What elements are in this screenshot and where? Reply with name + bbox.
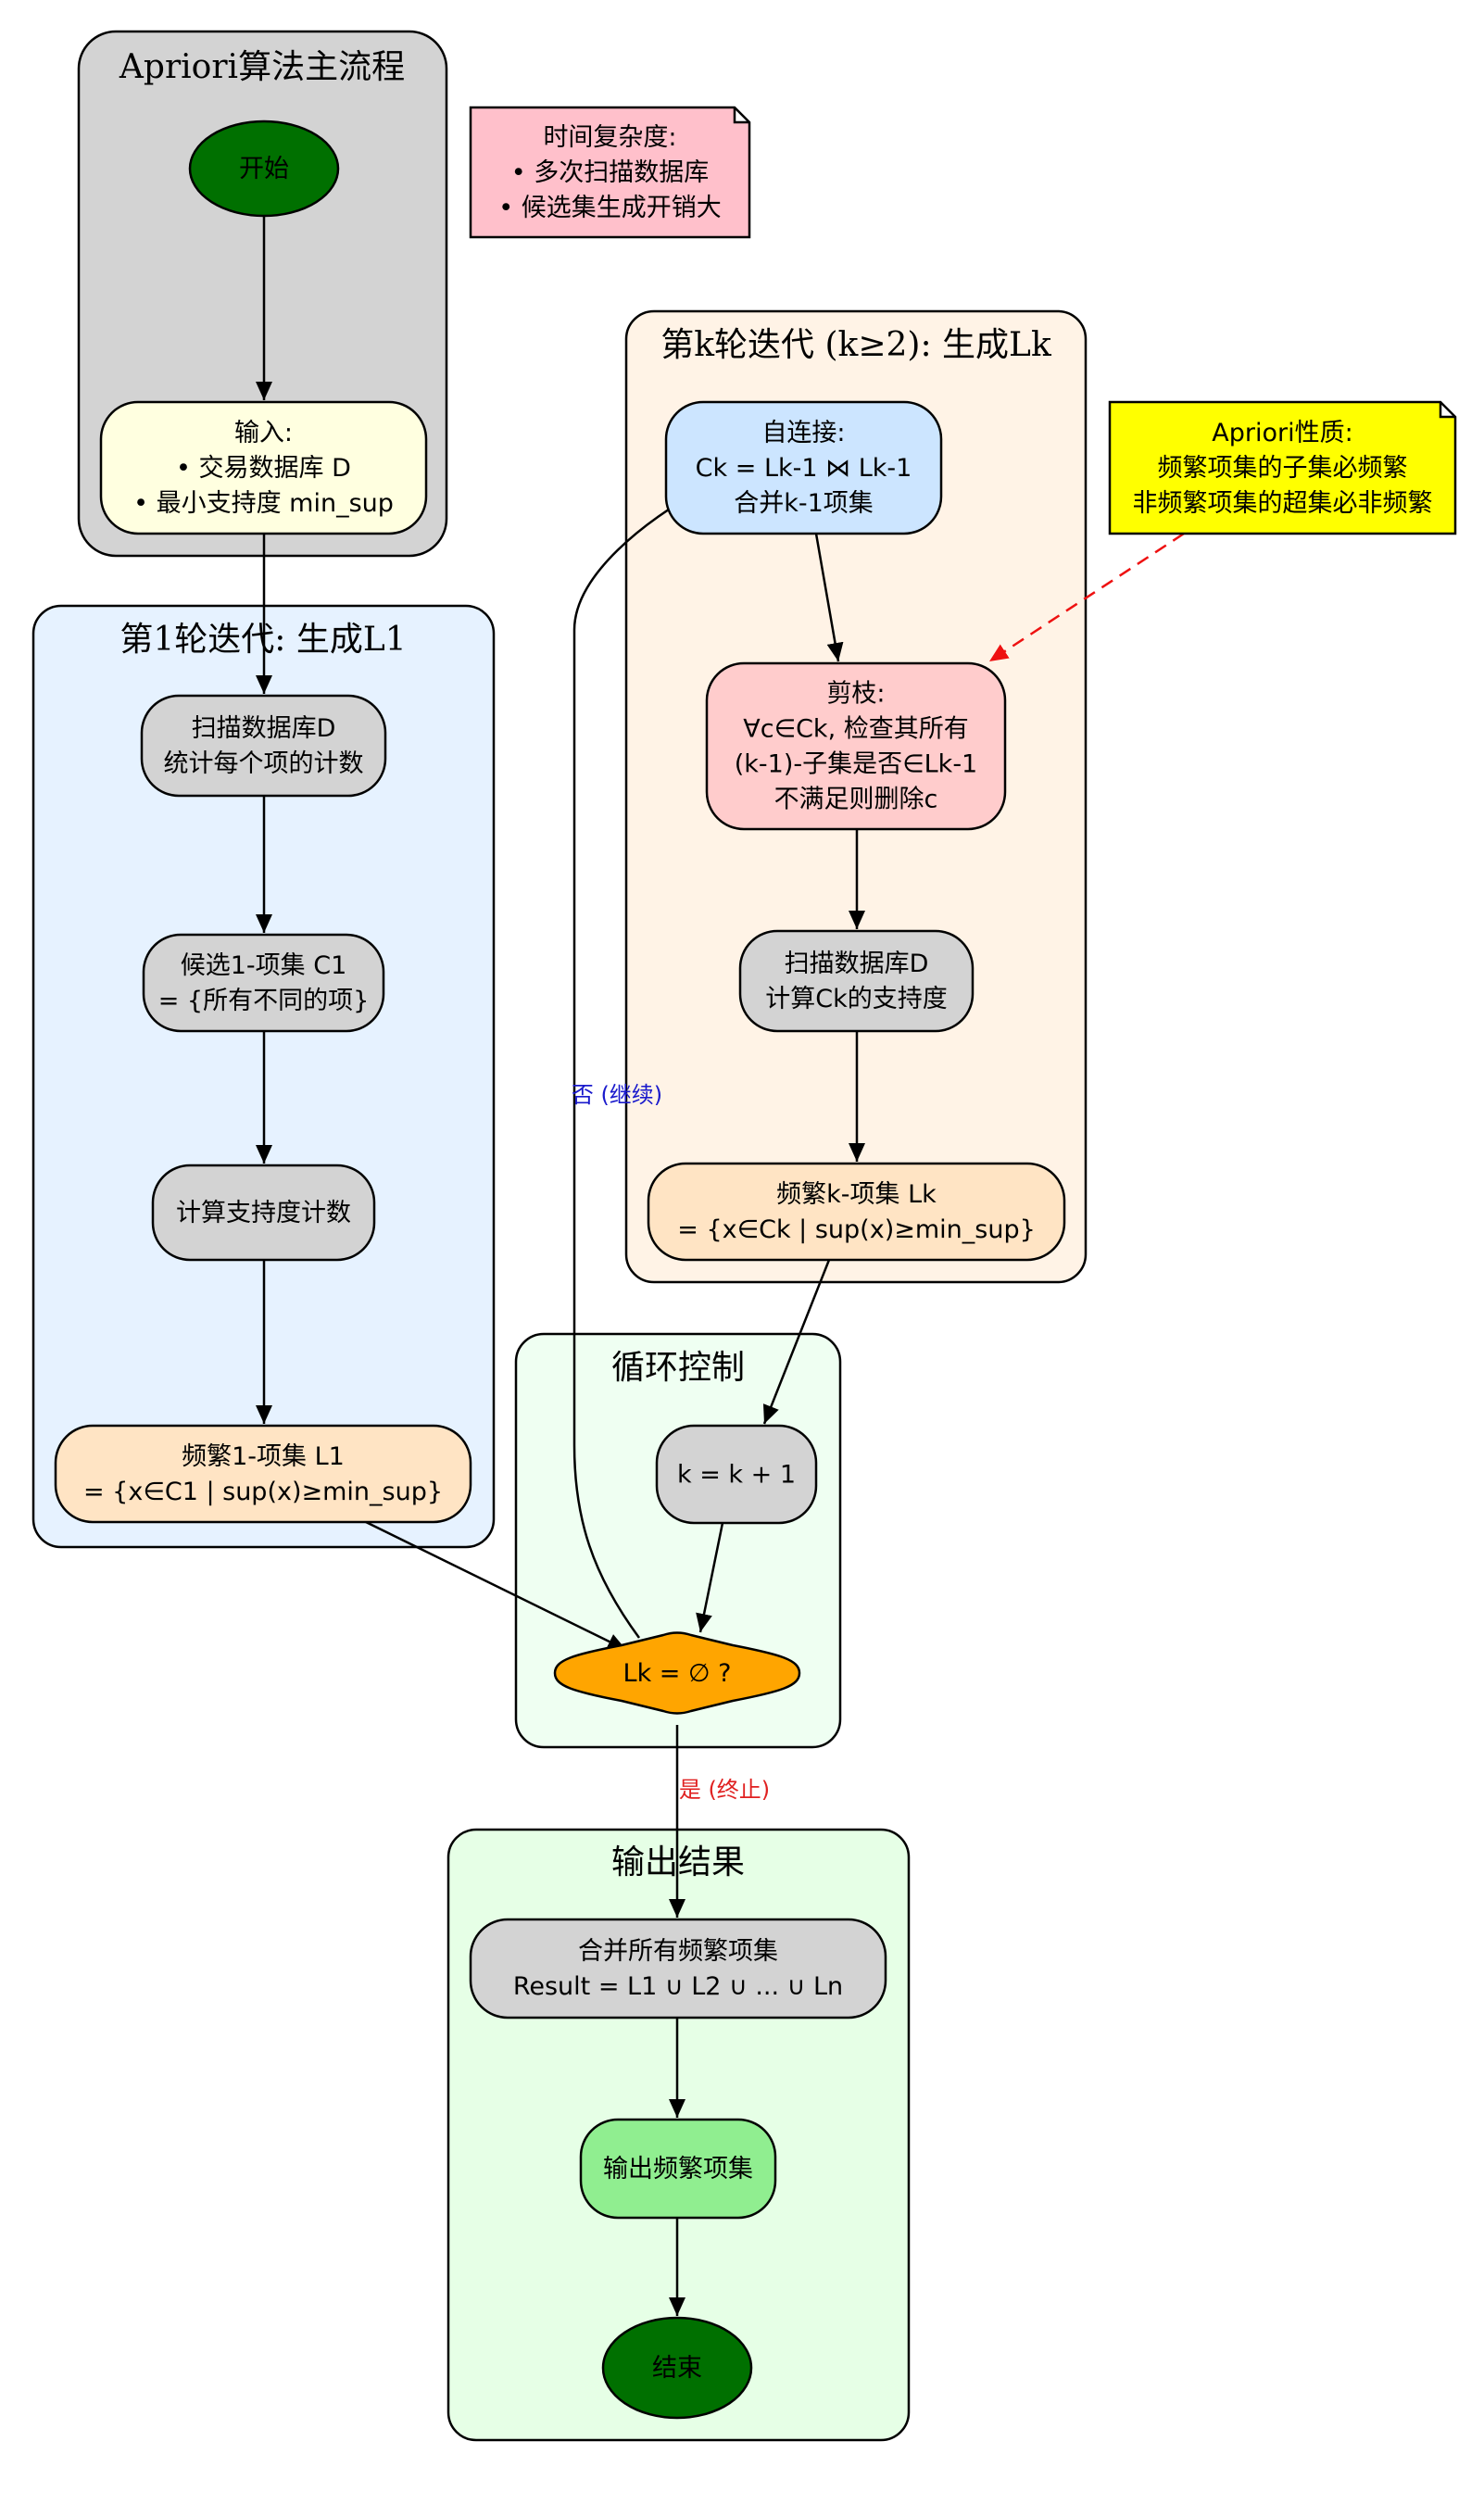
note-text-complexity: • 多次扫描数据库 xyxy=(511,158,710,187)
node-text-l1: 频繁1-项集 L1 xyxy=(182,1442,345,1471)
edge-inc-to-decision xyxy=(696,1522,724,1633)
note-complexity: 时间复杂度: • 多次扫描数据库 • 候选集生成开销大 xyxy=(469,106,751,239)
node-shape-join xyxy=(664,400,943,535)
node-scan1: 扫描数据库D 统计每个项的计数 xyxy=(140,694,387,798)
node-shape-decision xyxy=(553,1631,801,1715)
cluster-main-title: Apriori算法主流程 xyxy=(119,48,405,86)
node-text-support1: 计算支持度计数 xyxy=(176,1199,351,1227)
edges: 否 (继续) 是 (终止) xyxy=(256,216,1185,2316)
node-text-end: 结束 xyxy=(652,2354,702,2383)
note-text-complexity: 时间复杂度: xyxy=(543,123,676,152)
note-text-property: Apriori性质: xyxy=(1212,419,1352,447)
node-shape-l1 xyxy=(54,1424,472,1524)
node-c1: 候选1-项集 C1 = {所有不同的项} xyxy=(142,933,385,1033)
edge-property-to-prune xyxy=(988,532,1185,663)
node-text-prune: (k-1)-子集是否∈Lk-1 xyxy=(735,750,978,779)
node-shape-scan1 xyxy=(140,694,387,798)
node-shape-support1 xyxy=(151,1164,376,1262)
node-decision: Lk = ∅ ? xyxy=(553,1631,801,1715)
node-text-decision: Lk = ∅ ? xyxy=(623,1659,732,1688)
note-text-property: 频繁项集的子集必频繁 xyxy=(1158,454,1408,483)
node-shape-input xyxy=(99,400,428,535)
node-prune: 剪枝: ∀c∈Ck, 检查其所有 (k-1)-子集是否∈Lk-1 不满足则删除c xyxy=(705,661,1007,831)
note-shape-complexity xyxy=(469,106,751,239)
node-shape-lk xyxy=(647,1162,1066,1262)
node-lk: 频繁k-项集 Lk = {x∈Ck | sup(x)≥min_sup} xyxy=(647,1162,1066,1262)
node-text-c1: = {所有不同的项} xyxy=(158,987,370,1015)
node-input: 输入: • 交易数据库 D • 最小支持度 min_sup xyxy=(99,400,428,535)
cluster-loop-control-title: 循环控制 xyxy=(611,1349,745,1387)
note-text-property: 非频繁项集的超集必非频繁 xyxy=(1133,489,1433,518)
node-text-scan1: 扫描数据库D xyxy=(192,714,336,743)
node-join: 自连接: Ck = Lk-1 ⋈ Lk-1 合并k-1项集 xyxy=(664,400,943,535)
node-text-input: • 交易数据库 D xyxy=(176,454,351,483)
node-text-input: 输入: xyxy=(234,419,293,447)
node-scank: 扫描数据库D 计算Ck的支持度 xyxy=(738,929,975,1033)
node-text-scank: 计算Ck的支持度 xyxy=(765,985,948,1013)
node-text-merge: Result = L1 ∪ L2 ∪ ... ∪ Ln xyxy=(513,1972,843,2001)
edge-decision-no-to-join xyxy=(572,489,700,1639)
node-support1: 计算支持度计数 xyxy=(151,1164,376,1262)
node-shape-inc xyxy=(655,1424,818,1525)
node-text-inc: k = k + 1 xyxy=(677,1461,796,1490)
node-text-merge: 合并所有频繁项集 xyxy=(578,1937,778,1966)
node-text-prune: 剪枝: xyxy=(826,680,885,709)
node-text-lk: = {x∈Ck | sup(x)≥min_sup} xyxy=(677,1215,1036,1244)
node-text-input: • 最小支持度 min_sup xyxy=(133,489,394,518)
node-text-scank: 扫描数据库D xyxy=(785,950,929,978)
node-text-join: 自连接: xyxy=(761,419,845,447)
edge-label-no-continue: 否 (继续) xyxy=(572,1082,662,1108)
node-shape-scank xyxy=(738,929,975,1033)
node-text-prune: 不满足则删除c xyxy=(774,786,938,814)
node-l1: 频繁1-项集 L1 = {x∈C1 | sup(x)≥min_sup} xyxy=(54,1424,472,1524)
edge-l1-to-decision xyxy=(365,1520,627,1652)
node-merge: 合并所有频繁项集 Result = L1 ∪ L2 ∪ ... ∪ Ln xyxy=(469,1918,887,2020)
edge-label-yes-terminate: 是 (终止) xyxy=(679,1777,770,1803)
node-shape-prune xyxy=(705,661,1007,831)
node-shape-merge xyxy=(469,1918,887,2020)
node-shape-c1 xyxy=(142,933,385,1033)
node-text-c1: 候选1-项集 C1 xyxy=(181,951,347,980)
edge-join-to-prune xyxy=(814,533,844,662)
node-text-prune: ∀c∈Ck, 检查其所有 xyxy=(743,715,969,744)
node-shape-start xyxy=(188,120,340,218)
node-text-l1: = {x∈C1 | sup(x)≥min_sup} xyxy=(83,1478,443,1506)
cluster-iteration-k-title: 第k轮迭代 (k≥2): 生成Lk xyxy=(660,326,1052,364)
node-start: 开始 xyxy=(188,120,340,218)
node-text-outfreq: 输出频繁项集 xyxy=(603,2155,753,2183)
node-text-start: 开始 xyxy=(239,155,289,183)
node-text-scan1: 统计每个项的计数 xyxy=(164,749,364,778)
node-shape-end xyxy=(601,2316,753,2420)
node-text-lk: 频繁k-项集 Lk xyxy=(776,1180,937,1209)
node-text-join: 合并k-1项集 xyxy=(734,489,874,518)
note-shape-property xyxy=(1108,400,1457,535)
node-outfreq: 输出频繁项集 xyxy=(579,2118,777,2220)
node-shape-outfreq xyxy=(579,2118,777,2220)
node-text-join: Ck = Lk-1 ⋈ Lk-1 xyxy=(696,454,912,483)
edge-lk-to-inc xyxy=(762,1259,831,1425)
note-text-complexity: • 候选集生成开销大 xyxy=(498,194,722,222)
node-end: 结束 xyxy=(601,2316,753,2420)
node-inc: k = k + 1 xyxy=(655,1424,818,1525)
